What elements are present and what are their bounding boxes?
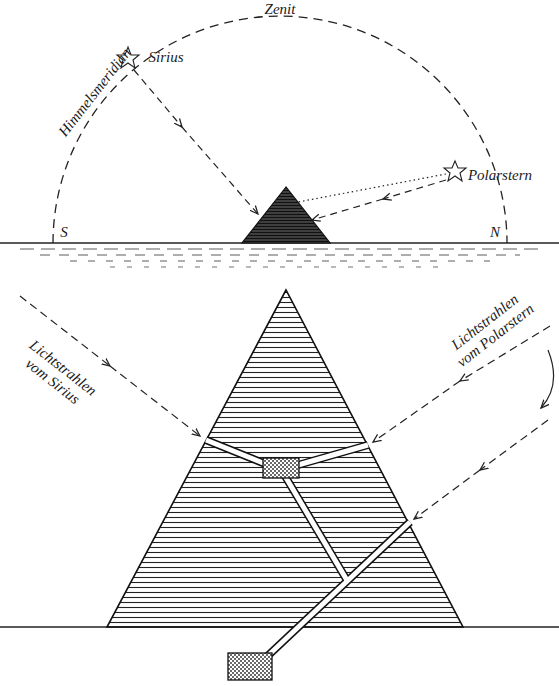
direction-label: N xyxy=(490,224,500,241)
curved-arrow xyxy=(541,350,554,408)
zenith-label: Zenit xyxy=(265,1,296,18)
subterranean-chamber xyxy=(228,653,272,680)
ray-label: Lichtstrahlen vom Polarstern xyxy=(440,284,539,372)
celestial-meridian xyxy=(53,16,507,243)
kings-chamber xyxy=(263,458,299,478)
direction-label: S xyxy=(60,224,68,241)
meridian-label: Himmelsmeridian xyxy=(55,45,134,140)
star-polaris xyxy=(444,161,466,181)
light-ray-sirius-top xyxy=(134,70,258,214)
ray-label: Lichtstrahlen vom Sirius xyxy=(10,331,106,416)
pyramid-small xyxy=(242,187,330,243)
pyramid-section xyxy=(107,290,463,627)
star-label: Sirius xyxy=(148,49,183,66)
horizon xyxy=(0,243,559,267)
light-ray-polaris-top xyxy=(298,174,446,220)
passages xyxy=(206,440,410,665)
star-label: Polarstern xyxy=(468,167,532,184)
